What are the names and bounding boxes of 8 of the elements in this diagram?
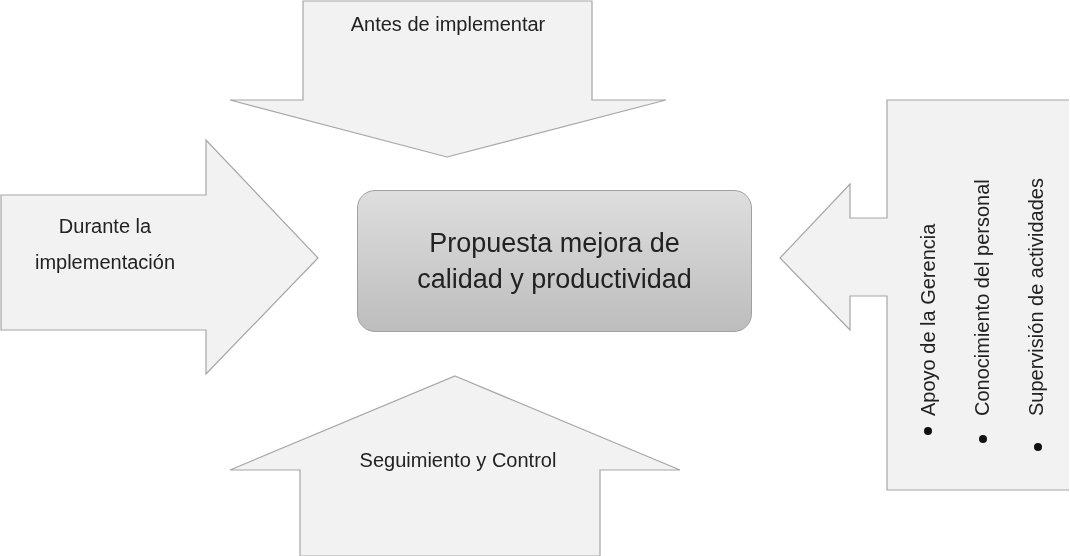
bullet-item: Apoyo de la Gerencia	[916, 222, 940, 416]
box-label: Propuesta mejora de calidad y productividad	[416, 227, 693, 296]
bullet-item: Supervisión de actividades	[1024, 177, 1048, 416]
arrow-label: Antes de implementar	[349, 12, 547, 37]
arrow-label: Seguimiento y Control	[358, 448, 558, 473]
bullet-item: Conocimiento del personal	[970, 178, 994, 416]
arrow-label: Durante la implementación	[33, 214, 177, 275]
rounded-box	[357, 190, 752, 332]
